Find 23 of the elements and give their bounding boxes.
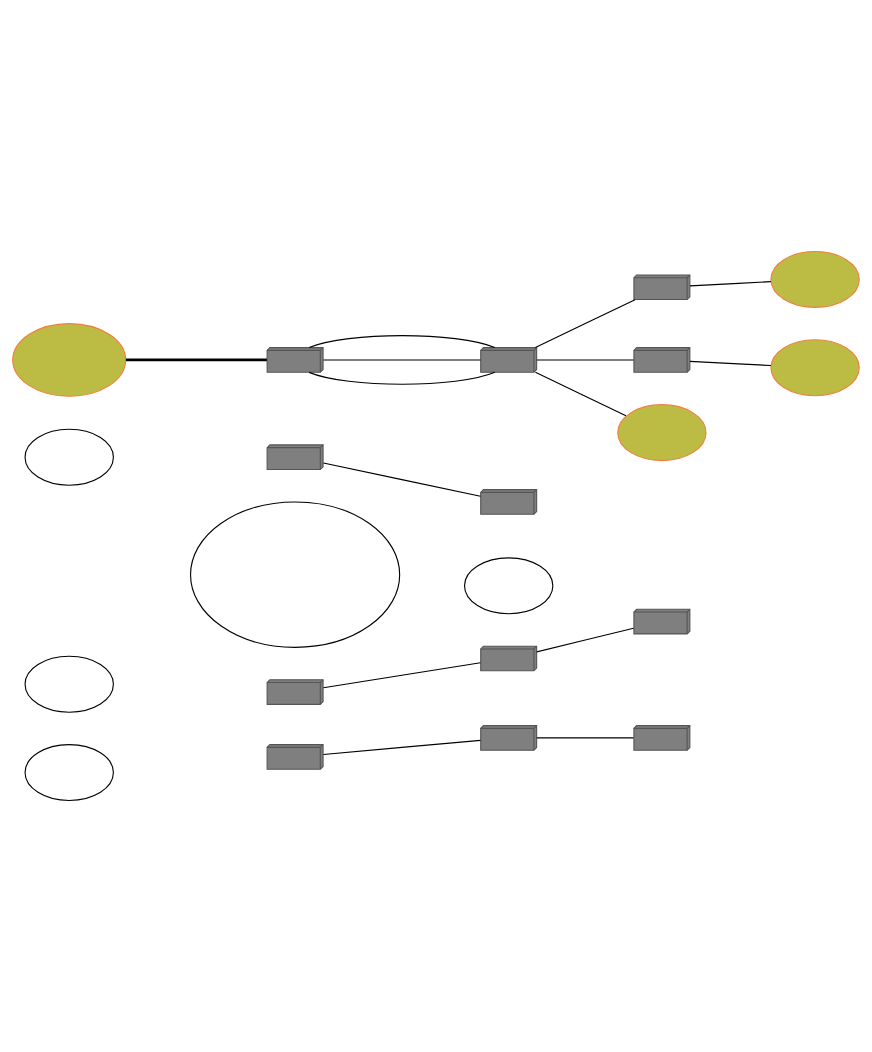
node-cloud	[24, 744, 114, 802]
connector	[689, 360, 772, 367]
node-cloud	[24, 428, 114, 486]
connector	[322, 739, 482, 756]
node-cloud	[770, 250, 860, 308]
connector	[534, 371, 627, 417]
node-cloud	[770, 339, 860, 397]
node-cloud	[463, 557, 554, 615]
node-cloud	[24, 655, 114, 713]
connector	[689, 281, 772, 287]
connector	[308, 335, 496, 349]
node-cloud	[190, 501, 401, 648]
node-cloud	[12, 323, 127, 397]
connector	[536, 627, 635, 653]
node-cloud	[617, 404, 707, 462]
connector	[308, 371, 496, 385]
connector	[125, 358, 267, 362]
connector	[536, 359, 635, 361]
connector	[322, 462, 482, 497]
connector	[322, 359, 482, 361]
connector	[322, 662, 482, 689]
connector	[534, 299, 636, 349]
connector	[536, 737, 635, 739]
